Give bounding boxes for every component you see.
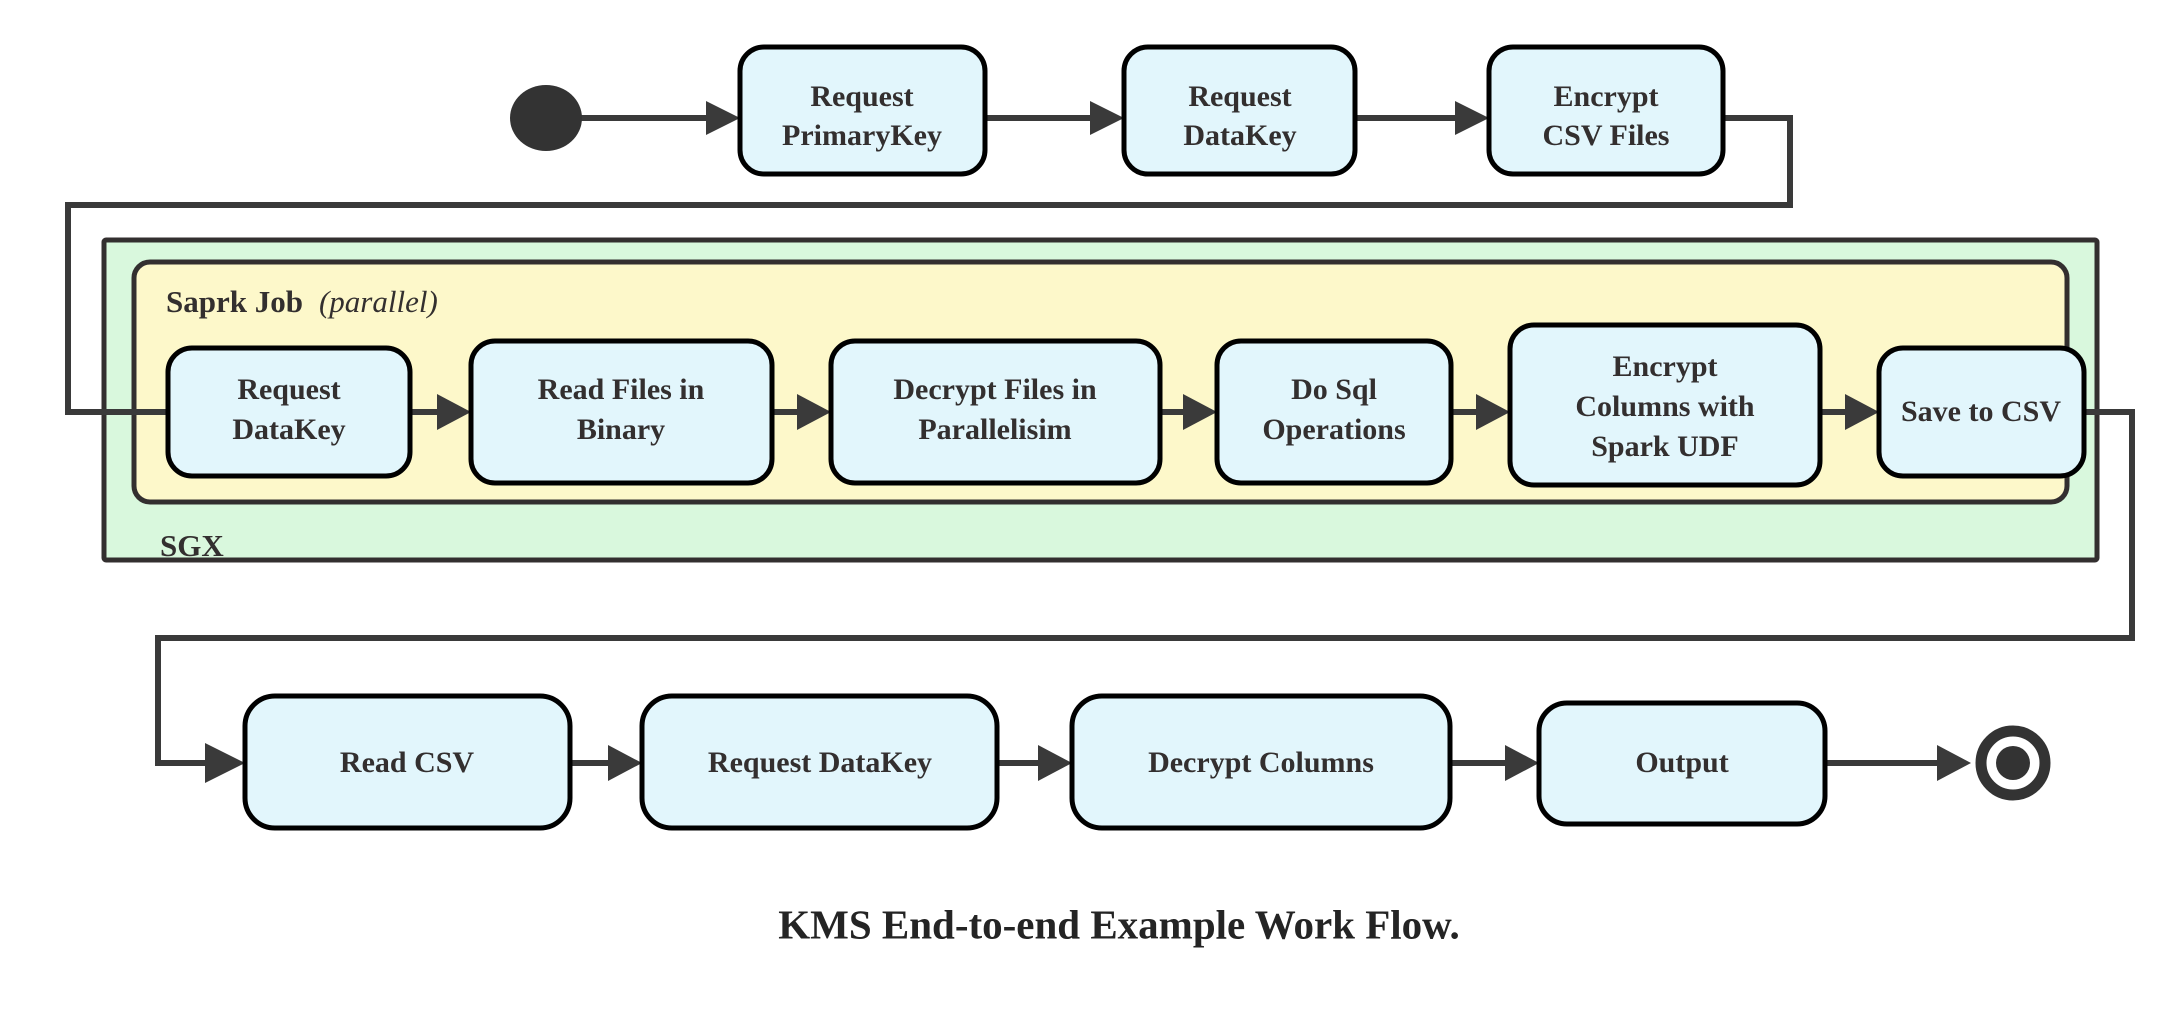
node-decrypt-files-in-parallelisim-shape[interactable] — [828, 338, 1163, 486]
node-encrypt-columns-with-spark-udf-label-line-1: Columns with — [1575, 390, 1755, 423]
node-request-primarykey-shape[interactable] — [737, 44, 988, 177]
node-do-sql-operations[interactable]: Do Sql Operations — [1214, 338, 1454, 486]
spark-container-label-note: (parallel) — [319, 284, 438, 319]
edge-start-to-request-primarykey — [581, 101, 740, 135]
edge-request-datakey-to-encrypt-csv — [1355, 101, 1489, 135]
spark-container-label: Saprk Job (parallel) — [166, 284, 438, 319]
node-do-sql-operations-label-line-0: Do Sql — [1291, 373, 1377, 406]
node-decrypt-columns-shape[interactable] — [1069, 693, 1453, 831]
node-request-datakey-bottom-label-line-0: Request DataKey — [708, 746, 932, 779]
node-request-datakey-bottom[interactable]: Request DataKey — [639, 693, 1000, 831]
end-node — [1975, 725, 2051, 801]
node-request-datakey-top-label-line-1: DataKey — [1183, 119, 1296, 152]
edge-decrypt-files-to-do-sql — [1160, 394, 1217, 430]
edge-request-datakey-to-decrypt-columns — [997, 745, 1072, 781]
edge-request-primarykey-to-request-datakey — [985, 101, 1124, 135]
node-request-datakey-spark[interactable]: Request DataKey — [165, 345, 413, 479]
node-read-files-in-binary-shape[interactable] — [468, 338, 775, 486]
node-request-datakey-top-shape[interactable] — [1121, 44, 1358, 177]
node-output-label-line-0: Output — [1635, 746, 1728, 779]
node-request-datakey-spark-label-line-0: Request — [237, 373, 340, 406]
edge-do-sql-to-encrypt-columns — [1451, 394, 1510, 430]
sgx-container-label: SGX — [160, 528, 224, 563]
node-decrypt-files-in-parallelisim-label-line-1: Parallelisim — [918, 413, 1071, 446]
node-do-sql-operations-shape[interactable] — [1214, 338, 1454, 486]
edge-read-csv-to-request-datakey — [570, 745, 642, 781]
node-request-datakey-top[interactable]: Request DataKey — [1121, 44, 1358, 177]
node-read-csv[interactable]: Read CSV — [242, 693, 573, 831]
node-decrypt-columns-label-line-0: Decrypt Columns — [1148, 746, 1374, 779]
node-encrypt-csv-files-label-line-0: Encrypt — [1554, 80, 1659, 113]
node-request-primarykey[interactable]: Request PrimaryKey — [737, 44, 988, 177]
node-request-datakey-spark-label-line-1: DataKey — [232, 413, 345, 446]
node-decrypt-columns[interactable]: Decrypt Columns — [1069, 693, 1453, 831]
node-save-to-csv-label-line-0: Save to CSV — [1901, 395, 2061, 428]
edge-read-files-to-decrypt-files — [772, 394, 831, 430]
node-encrypt-columns-with-spark-udf-shape[interactable] — [1507, 322, 1823, 488]
edge-decrypt-columns-to-output — [1450, 745, 1539, 781]
node-decrypt-files-in-parallelisim[interactable]: Decrypt Files in Parallelisim — [828, 338, 1163, 486]
figure-caption: KMS End-to-end Example Work Flow. — [778, 901, 1460, 947]
node-read-files-in-binary-label-line-0: Read Files in — [538, 373, 705, 406]
end-node-inner-dot — [1996, 746, 2030, 780]
node-read-files-in-binary-label-line-1: Binary — [577, 413, 665, 446]
node-request-datakey-top-label-line-0: Request — [1188, 80, 1291, 113]
node-encrypt-csv-files-label-line-1: CSV Files — [1543, 119, 1670, 152]
start-node — [510, 85, 582, 151]
node-do-sql-operations-label-line-1: Operations — [1262, 413, 1405, 446]
edge-spark-request-datakey-to-read-files — [410, 394, 471, 430]
node-encrypt-columns-with-spark-udf-label-line-2: Spark UDF — [1591, 430, 1739, 463]
node-request-datakey-bottom-shape[interactable] — [639, 693, 1000, 831]
node-read-csv-shape[interactable] — [242, 693, 573, 831]
node-read-files-in-binary[interactable]: Read Files in Binary — [468, 338, 775, 486]
node-request-primarykey-label-line-0: Request — [810, 80, 913, 113]
node-encrypt-csv-files[interactable]: Encrypt CSV Files — [1486, 44, 1726, 177]
node-encrypt-csv-files-shape[interactable] — [1486, 44, 1726, 177]
start-node-circle — [510, 85, 582, 151]
node-read-csv-label-line-0: Read CSV — [340, 746, 475, 779]
node-save-to-csv-shape[interactable] — [1876, 345, 2087, 479]
node-decrypt-files-in-parallelisim-label-line-0: Decrypt Files in — [893, 373, 1097, 406]
edge-output-to-end — [1825, 745, 1971, 781]
node-request-datakey-spark-shape[interactable] — [165, 345, 413, 479]
spark-container-label-main: Saprk Job — [166, 284, 303, 319]
node-save-to-csv[interactable]: Save to CSV — [1876, 345, 2087, 479]
node-output[interactable]: Output — [1536, 700, 1828, 827]
node-encrypt-columns-with-spark-udf[interactable]: Encrypt Columns with Spark UDF — [1507, 322, 1823, 488]
node-encrypt-columns-with-spark-udf-label-line-0: Encrypt — [1613, 350, 1718, 383]
edge-save-csv-to-read-csv — [155, 409, 2135, 783]
node-output-shape[interactable] — [1536, 700, 1828, 827]
edge-encrypt-columns-to-save-csv — [1820, 394, 1879, 430]
node-request-primarykey-label-line-1: PrimaryKey — [782, 119, 942, 152]
